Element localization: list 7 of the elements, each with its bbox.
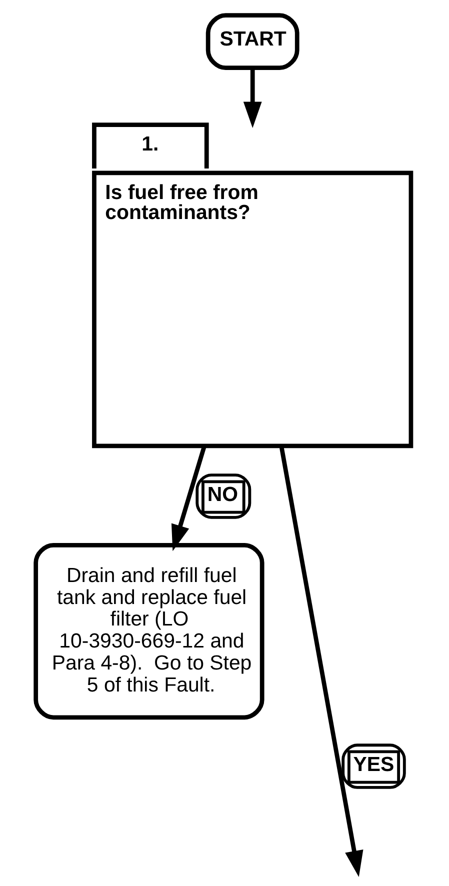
node-box: Drain and refill fuel tank and replace fuel filter (LO 10-3930-669-12 and Para 4-8). Go to Step 5 of this Fault. — [34, 542, 264, 720]
arrow — [243, 68, 262, 128]
edge-label: NO — [207, 483, 238, 506]
arrow — [171, 446, 206, 551]
node-box: START — [206, 12, 300, 70]
arrow — [280, 446, 364, 876]
edge-label: YES — [353, 753, 394, 776]
